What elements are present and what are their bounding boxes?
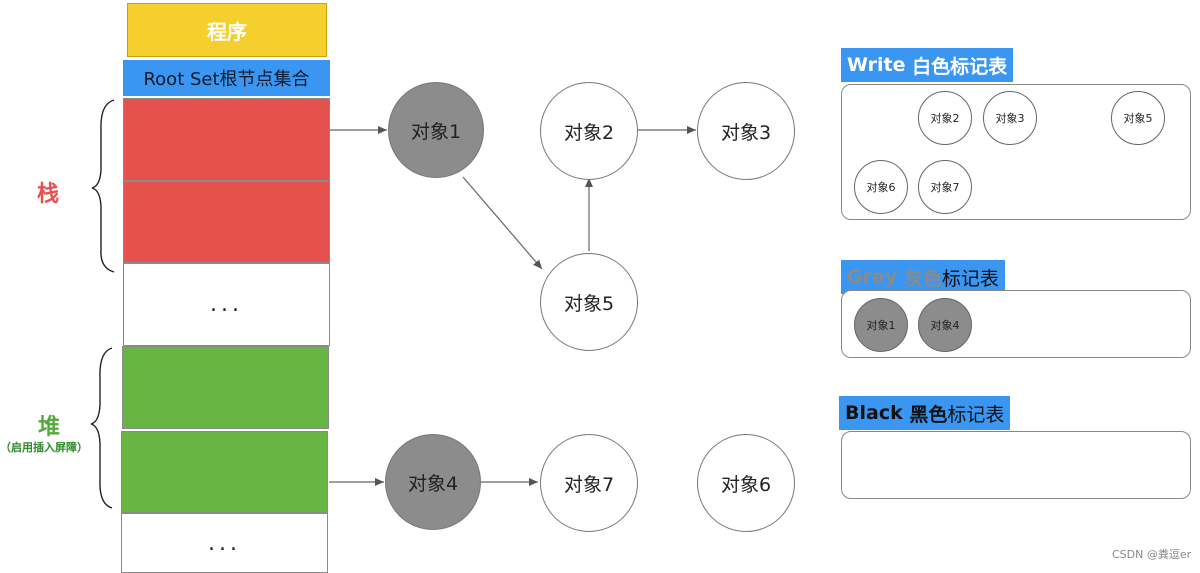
black-table-box bbox=[841, 431, 1191, 499]
white-item-object-3: 对象3 bbox=[983, 91, 1037, 145]
object-2-node: 对象2 bbox=[540, 82, 638, 180]
white-item-object-2: 对象2 bbox=[918, 91, 972, 145]
black-title-cn: 标记表 bbox=[947, 403, 1005, 426]
watermark: CSDN @粪逗er bbox=[1112, 548, 1192, 561]
white-title-cn: 标记表 bbox=[950, 55, 1008, 78]
white-item-object-7: 对象7 bbox=[918, 160, 972, 214]
heap-brace bbox=[90, 347, 113, 509]
white-item-object-6: 对象6 bbox=[854, 160, 908, 214]
arrow-o1-to-o5 bbox=[462, 176, 543, 270]
heap-cell-2 bbox=[121, 431, 328, 513]
object-4-node: 对象4 bbox=[385, 434, 481, 530]
stack-ellipsis: ... bbox=[123, 263, 330, 346]
object-3-node: 对象3 bbox=[697, 82, 795, 180]
grey-table-title: Grey 灰色标记表 bbox=[841, 260, 1005, 294]
object-1-node: 对象1 bbox=[388, 82, 484, 178]
stack-brace bbox=[91, 99, 115, 273]
black-table-title: Black 黑色标记表 bbox=[839, 396, 1011, 430]
program-box: 程序 bbox=[127, 3, 327, 57]
heap-ellipsis: ... bbox=[121, 513, 328, 573]
heap-note: （启用插入屏障） bbox=[0, 441, 88, 454]
white-item-object-5: 对象5 bbox=[1111, 91, 1165, 145]
object-6-node: 对象6 bbox=[697, 434, 795, 532]
object-7-node: 对象7 bbox=[540, 434, 638, 532]
grey-title-en: Grey bbox=[847, 266, 898, 288]
black-title-en: Black bbox=[845, 402, 903, 424]
heap-label: 堆 bbox=[38, 415, 61, 440]
object-5-node: 对象5 bbox=[540, 253, 638, 351]
white-title-en: Write bbox=[847, 54, 906, 76]
grey-title-cn: 标记表 bbox=[941, 267, 999, 290]
black-title-cn-bold: 黑色 bbox=[909, 403, 948, 426]
stack-cell-2 bbox=[123, 181, 330, 263]
stack-cell-1 bbox=[123, 98, 330, 181]
grey-title-cn-bold: 灰色 bbox=[903, 267, 942, 290]
stack-label: 栈 bbox=[37, 182, 60, 207]
white-title-cn-bold: 白色 bbox=[912, 55, 951, 78]
heap-cell-1 bbox=[122, 346, 329, 429]
grey-item-object-4: 对象4 bbox=[918, 298, 972, 352]
white-table-title: Write 白色标记表 bbox=[841, 48, 1014, 82]
grey-item-object-1: 对象1 bbox=[854, 298, 908, 352]
root-set-box: Root Set根节点集合 bbox=[123, 60, 330, 96]
